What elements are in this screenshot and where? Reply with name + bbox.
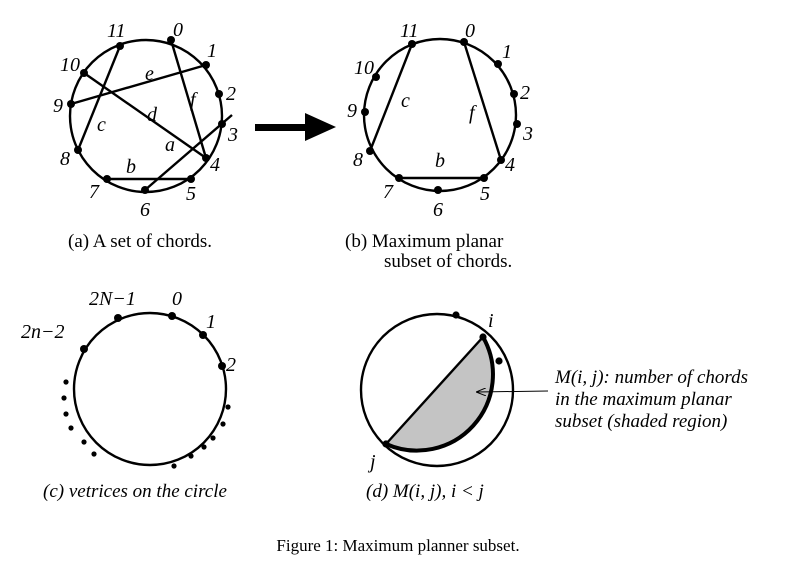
panel-b: 0 1 2 3 4 5 6 7 8 9 10 11 b c f (b) Maxi…: [345, 20, 533, 272]
panel-c-vertex-label: 1: [206, 311, 216, 333]
panel-a-vertex-label: 0: [173, 19, 183, 41]
panel-b-vertex-label: 8: [353, 149, 363, 171]
panel-d-caption: (d) M(i, j), i < j: [366, 481, 484, 502]
annotation-line: subset (shaded region): [555, 411, 727, 432]
panel-b-vertex-label: 9: [347, 100, 357, 122]
chord-a: [144, 114, 233, 191]
shaded-arc: [385, 336, 495, 453]
chord-f: [169, 39, 208, 159]
panel-b-vertex-label: 6: [433, 199, 443, 221]
panel-b-vertex-label: 5: [480, 183, 490, 205]
panel-a-chord-label: e: [145, 63, 154, 85]
chord-e: [70, 63, 207, 106]
figure-caption: Figure 1: Maximum planner subset.: [276, 536, 519, 555]
panel-b-vertex-label: 1: [502, 41, 512, 63]
panel-d: i j M(i, j): number of chords in the max…: [359, 310, 748, 502]
chord-c: [368, 43, 414, 152]
panel-a-vertex-label: 2: [226, 83, 236, 105]
panel-d-vertices: [382, 311, 503, 448]
panel-a: 0 1 2 3 4 5 6 7 8 9 10 11 a b c d e f (a…: [53, 19, 238, 252]
panel-c-ellipsis-dots: [61, 379, 231, 469]
panel-c-vertex-label: 2: [226, 354, 236, 376]
panel-b-chord-label: c: [401, 90, 410, 112]
chord-d: [83, 72, 207, 159]
panel-a-chord-label: a: [165, 134, 175, 156]
panel-a-chord-label: d: [147, 104, 158, 126]
panel-b-caption: subset of chords.: [384, 251, 512, 272]
panel-a-vertex-label: 8: [60, 148, 70, 170]
panel-a-vertex-label: 10: [60, 54, 80, 76]
panel-b-vertices: [361, 38, 521, 194]
panel-c: 2N−1 0 1 2 2n−2 (c) vetrices on the circ…: [21, 288, 236, 502]
panel-c-vertex-label: 2n−2: [21, 321, 65, 343]
panel-b-vertex-label: 10: [354, 57, 374, 79]
chord-c: [76, 45, 122, 151]
panel-b-vertex-label: 4: [505, 154, 515, 176]
annotation-arrow: [477, 391, 549, 392]
panel-b-vertex-label: 3: [522, 123, 533, 145]
panel-a-vertex-label: 4: [210, 154, 220, 176]
label-j: j: [367, 451, 376, 473]
annotation-line: M(i, j): number of chords: [554, 367, 748, 388]
panel-c-caption: (c) vetrices on the circle: [43, 481, 227, 502]
annotation-line: in the maximum planar: [555, 389, 732, 410]
panel-a-vertex-label: 1: [207, 40, 217, 62]
panel-a-chord-label: b: [126, 156, 136, 178]
panel-a-chord-label: c: [97, 114, 106, 136]
panel-c-vertex-label: 2N−1: [89, 288, 136, 310]
panel-b-chord-label: b: [435, 150, 445, 172]
shaded-region: [386, 337, 493, 451]
panel-a-vertex-label: 5: [186, 183, 196, 205]
panel-c-vertices: [80, 312, 226, 370]
panel-b-caption: (b) Maximum planar: [345, 231, 504, 252]
panel-a-vertex-label: 9: [53, 95, 63, 117]
panel-a-vertex-label: 3: [227, 124, 238, 146]
panel-b-vertex-label: 11: [400, 20, 419, 42]
panel-b-chord-label: f: [469, 102, 477, 124]
panel-a-vertex-label: 7: [89, 181, 100, 203]
panel-a-vertex-label: 11: [107, 20, 126, 42]
label-i: i: [488, 310, 494, 332]
panel-c-circle: [72, 311, 228, 467]
arrow: [255, 113, 336, 141]
panel-a-vertices: [67, 36, 226, 194]
panel-a-chord-label: f: [190, 89, 198, 111]
chord-f: [462, 41, 503, 161]
panel-d-circle: [359, 312, 515, 468]
panel-b-vertex-label: 2: [520, 82, 530, 104]
chord-i-j: [385, 336, 484, 445]
panel-b-vertex-label: 7: [383, 181, 394, 203]
panel-a-vertex-label: 6: [140, 199, 150, 221]
panel-c-vertex-label: 0: [172, 288, 182, 310]
panel-b-vertex-label: 0: [465, 20, 475, 42]
panel-a-caption: (a) A set of chords.: [68, 231, 212, 252]
